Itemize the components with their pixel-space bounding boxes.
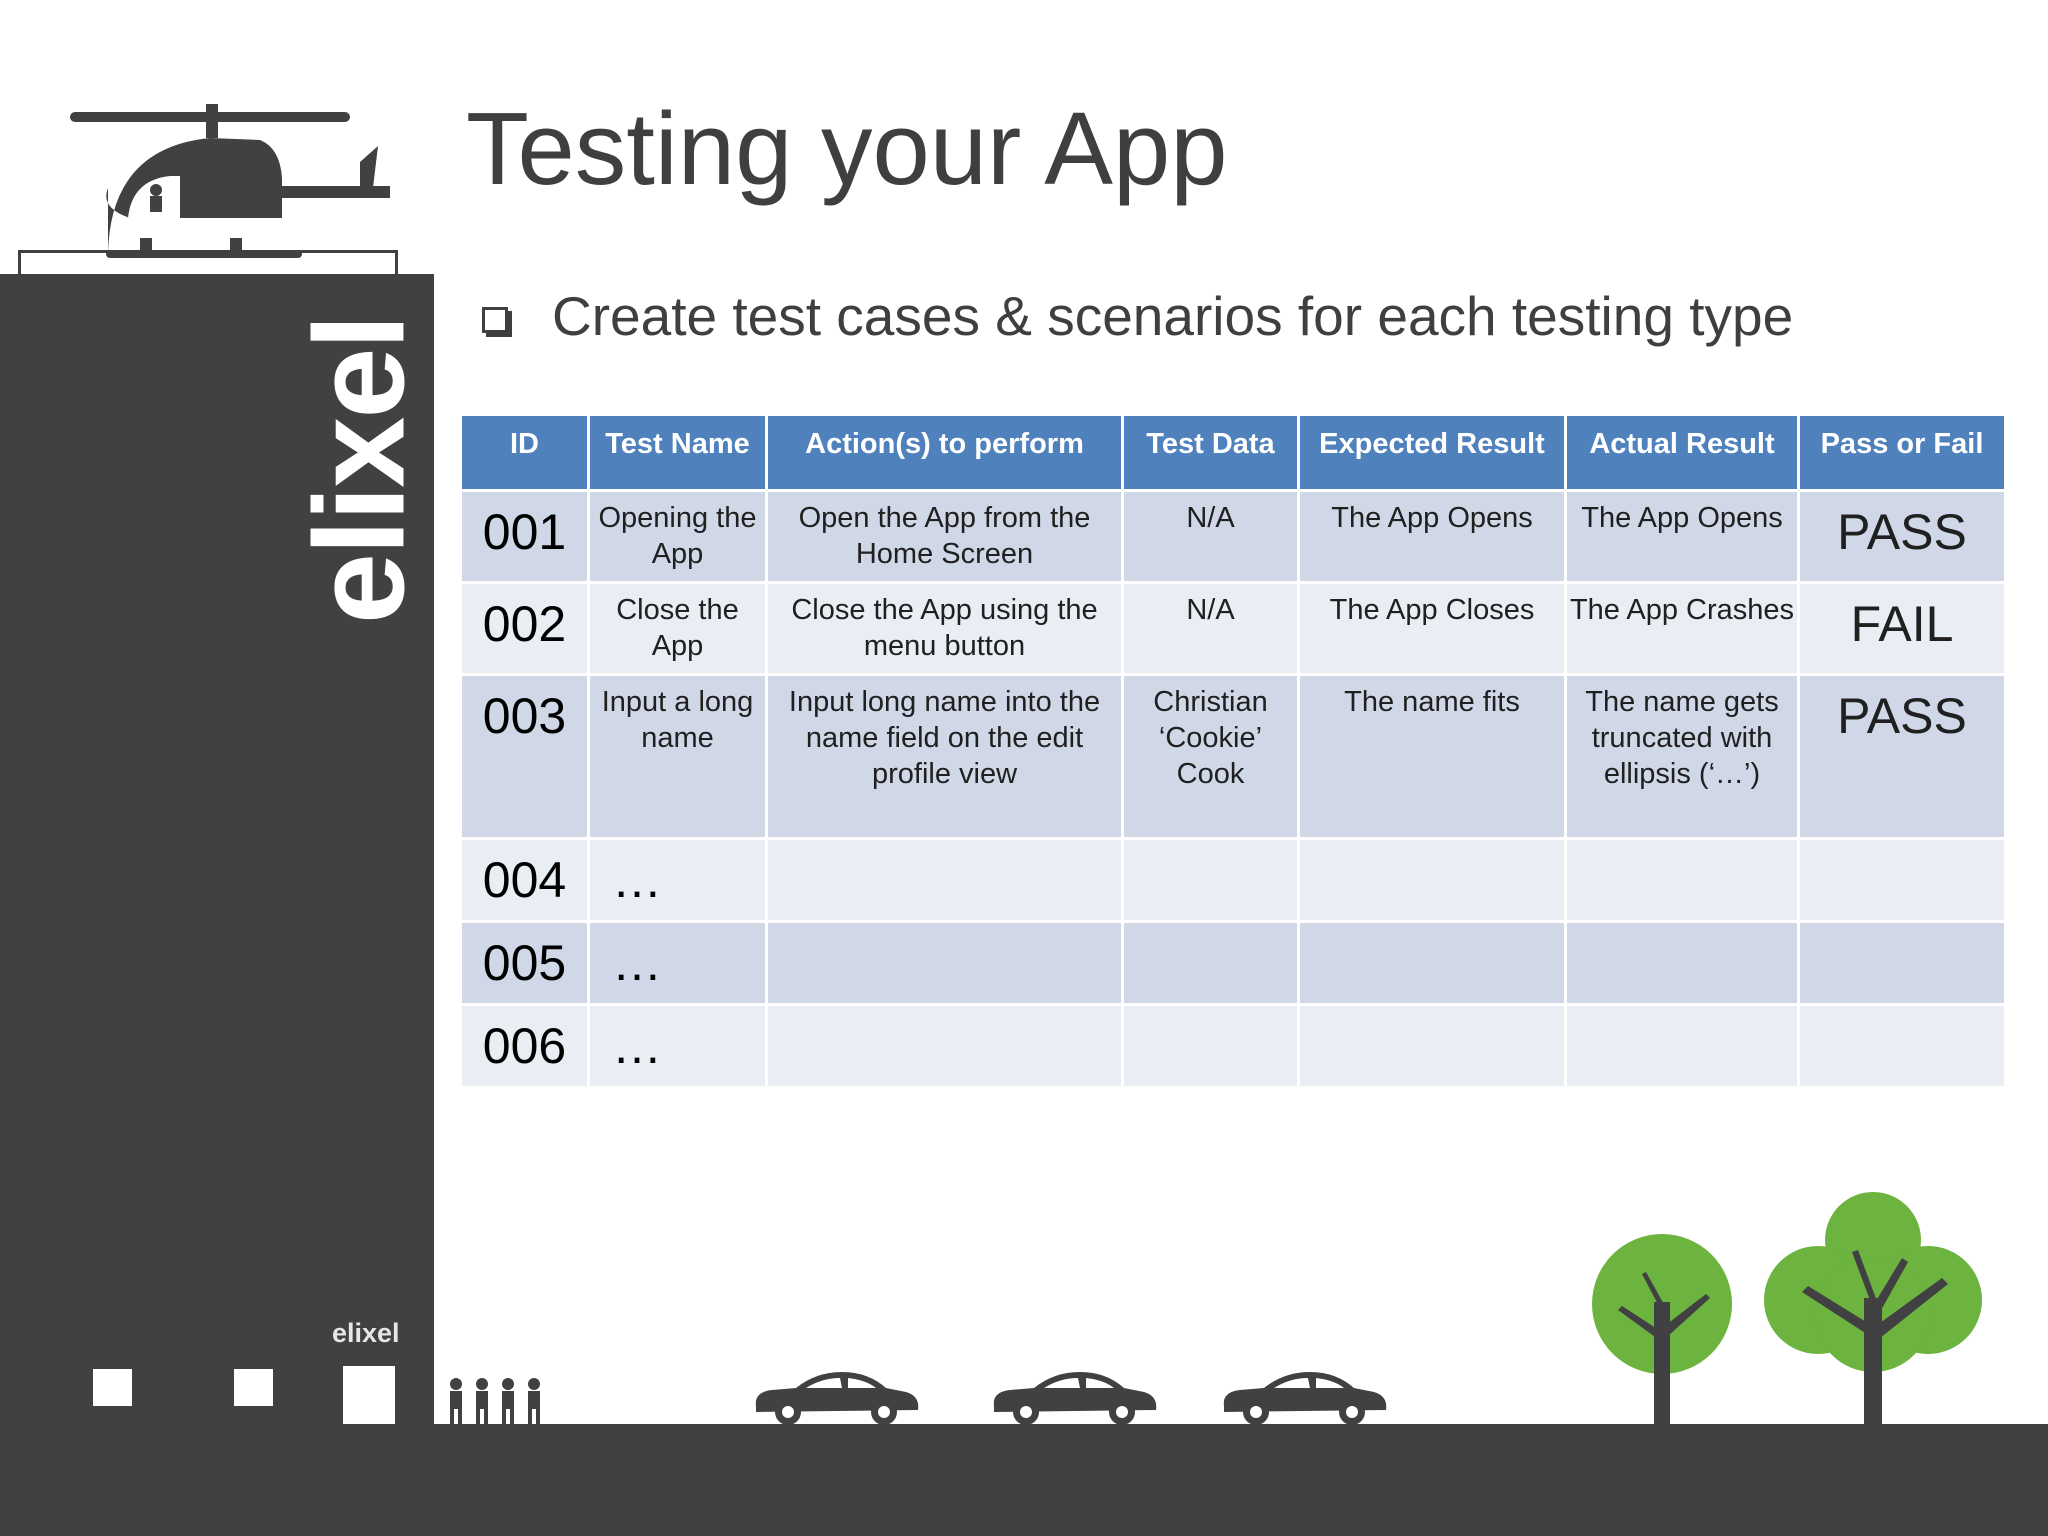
brand-logo-vertical: elixel (288, 315, 432, 625)
empty-cell (765, 1003, 1124, 1089)
empty-cell (1297, 1003, 1567, 1089)
slide-title: Testing your App (466, 91, 1228, 206)
table-row: 003 Input a long name Input long name in… (459, 673, 2007, 840)
test-data: N/A (1121, 489, 1300, 584)
table-header-row: ID Test Name Action(s) to perform Test D… (459, 413, 2007, 492)
table-row: 006 … (459, 1003, 2007, 1089)
empty-cell (1797, 1003, 2007, 1089)
table-row: 004 … (459, 837, 2007, 923)
helicopter-icon (70, 104, 390, 258)
test-id: 002 (459, 581, 590, 676)
bullet-point: Create test cases & scenarios for each t… (482, 284, 1793, 348)
table-row: 005 … (459, 920, 2007, 1006)
actual-result: The App Opens (1564, 489, 1800, 584)
empty-cell (765, 920, 1124, 1006)
test-name: Close the App (587, 581, 768, 676)
column-header-pass-fail: Pass or Fail (1797, 413, 2007, 492)
bullet-text: Create test cases & scenarios for each t… (552, 285, 1794, 347)
test-id: 004 (459, 837, 590, 923)
test-name: Opening the App (587, 489, 768, 584)
car-icon (1223, 1372, 1387, 1425)
car-icon (755, 1372, 919, 1425)
test-data: N/A (1121, 581, 1300, 676)
expected-result: The App Closes (1297, 581, 1567, 676)
column-header-expected-result: Expected Result (1297, 413, 1567, 492)
pass-fail-status: PASS (1797, 673, 2007, 840)
table-row: 001 Opening the App Open the App from th… (459, 489, 2007, 584)
empty-cell (1797, 920, 2007, 1006)
empty-cell (1564, 1003, 1800, 1089)
empty-cell (1564, 920, 1800, 1006)
empty-cell (1121, 1003, 1300, 1089)
empty-cell (1297, 920, 1567, 1006)
building-window (234, 1369, 273, 1406)
empty-cell (1797, 837, 2007, 923)
test-id: 006 (459, 1003, 590, 1089)
empty-cell (1297, 837, 1567, 923)
tree-icon (1764, 1192, 1982, 1426)
tree-icon (1592, 1234, 1732, 1426)
column-header-actions: Action(s) to perform (765, 413, 1124, 492)
test-id: 003 (459, 673, 590, 840)
actual-result: The name gets truncated with ellipsis (‘… (1564, 673, 1800, 840)
test-case-table: ID Test Name Action(s) to perform Test D… (459, 413, 2007, 1089)
column-header-id: ID (459, 413, 590, 492)
test-id: 005 (459, 920, 590, 1006)
actual-result: The App Crashes (1564, 581, 1800, 676)
test-id: 001 (459, 489, 590, 584)
empty-cell (1121, 837, 1300, 923)
expected-result: The name fits (1297, 673, 1567, 840)
column-header-actual-result: Actual Result (1564, 413, 1800, 492)
expected-result: The App Opens (1297, 489, 1567, 584)
test-name: Input a long name (587, 673, 768, 840)
building-tower (0, 274, 434, 1536)
empty-cell (1121, 920, 1300, 1006)
empty-cell (1564, 837, 1800, 923)
car-icon (993, 1372, 1157, 1425)
test-action: Open the App from the Home Screen (765, 489, 1124, 584)
pass-fail-status: FAIL (1797, 581, 2007, 676)
people-icon (450, 1378, 540, 1425)
empty-cell (765, 837, 1124, 923)
building-door (343, 1366, 395, 1424)
test-data: Christian ‘Cookie’ Cook (1121, 673, 1300, 840)
test-name: … (587, 920, 768, 1006)
ground (0, 1424, 2048, 1536)
brand-logo-small: elixel (332, 1318, 400, 1348)
test-name: … (587, 1003, 768, 1089)
test-action: Input long name into the name field on t… (765, 673, 1124, 840)
building-window (93, 1369, 132, 1406)
column-header-test-name: Test Name (587, 413, 768, 492)
test-name: … (587, 837, 768, 923)
pass-fail-status: PASS (1797, 489, 2007, 584)
table-row: 002 Close the App Close the App using th… (459, 581, 2007, 676)
checkbox-bullet-icon (482, 307, 508, 333)
column-header-test-data: Test Data (1121, 413, 1300, 492)
test-action: Close the App using the menu button (765, 581, 1124, 676)
